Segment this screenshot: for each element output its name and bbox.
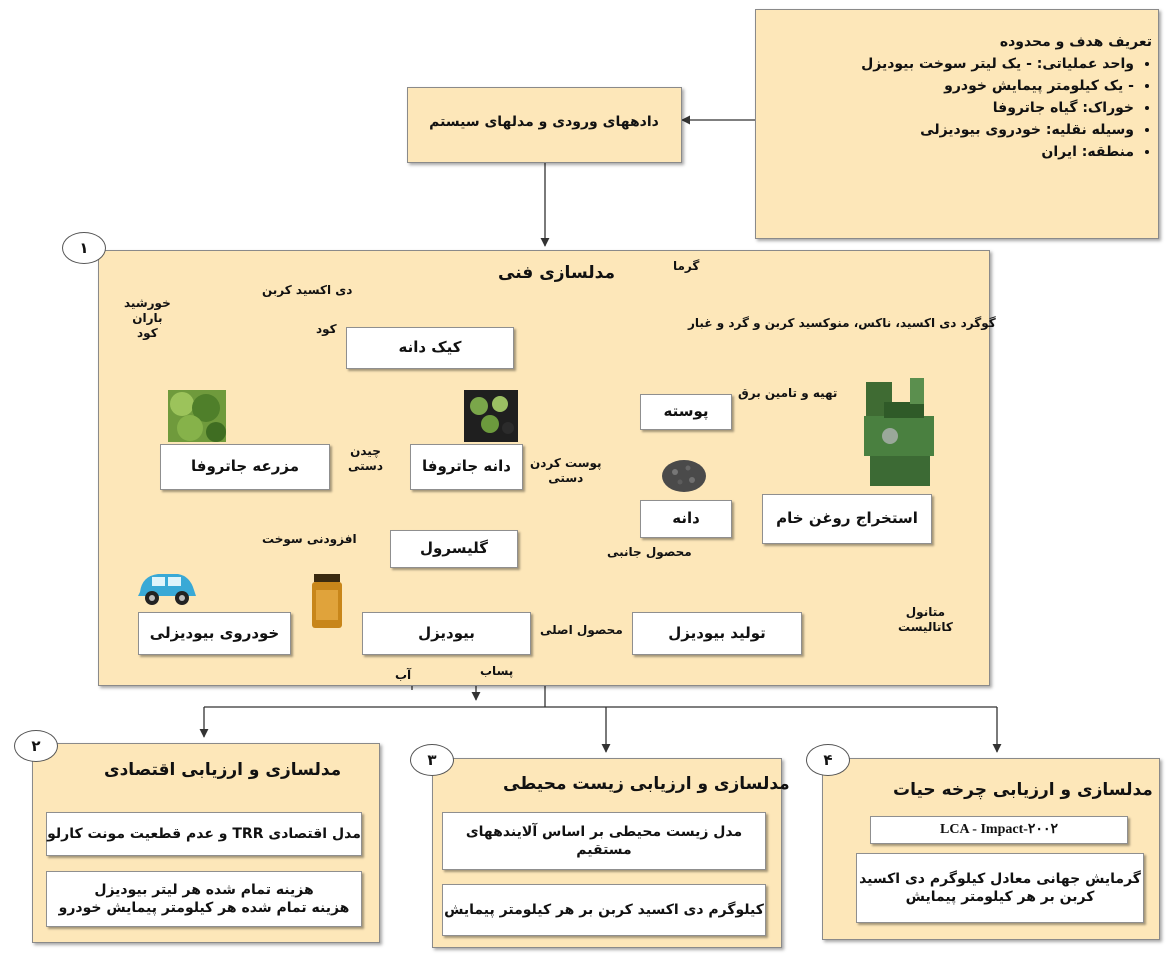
car-icon	[138, 574, 196, 605]
sun-rain-fertilizer-label: خورشید باران کود	[124, 296, 171, 340]
wastewater-label: پساب	[480, 664, 514, 678]
goal-scope-text: تعریف هدف و محدوده واحد عملیاتی: - یک لی…	[772, 34, 1152, 166]
seed-cake-box: کیک دانه	[346, 327, 514, 369]
biodiesel-vehicle-box: خودروی بیودیزلی	[138, 612, 291, 655]
main-product-label: محصول اصلی	[540, 623, 623, 637]
jatropha-seed-box: دانه جاتروفا	[410, 444, 523, 490]
goal-scope-item: واحد عملیاتی: - یک لیتر سوخت بیودیزل	[772, 56, 1134, 72]
crude-oil-extraction-box: استخراج روغن خام	[762, 494, 932, 544]
section-number-2: ۲	[14, 730, 58, 762]
biodiesel-box: بیودیزل	[362, 612, 531, 655]
economic-model-box: مدل اقتصادی TRR و عدم قطعیت مونت کارلو	[46, 812, 362, 856]
goal-scope-item: وسیله نقلیه: خودروی بیودیزلی	[772, 122, 1134, 138]
kernel-box: دانه	[640, 500, 732, 538]
section-number-3: ۳	[410, 744, 454, 776]
methanol-catalyst-label: متانول کاتالیست	[898, 605, 953, 634]
environmental-title: مدلسازی و ارزیابی زیست محیطی	[503, 774, 790, 794]
biodiesel-bottle-image	[312, 574, 342, 628]
manual-harvest-label: چیدن دستی	[348, 444, 383, 473]
fertilizer-label: کود	[316, 322, 337, 336]
goal-scope-item: منطقه: ایران	[772, 144, 1134, 160]
economic-cost-box: هزینه تمام شده هر لیتر بیودیزل هزینه تما…	[46, 871, 362, 927]
goal-scope-item: - یک کیلومتر پیمایش خودرو	[772, 78, 1134, 94]
environmental-model-box: مدل زیست محیطی بر اساس آلایندههای مستقیم	[442, 812, 766, 870]
shell-box: پوسته	[640, 394, 732, 430]
oil-press-machine-image	[864, 378, 934, 486]
environmental-co2-box: کیلوگرم دی اکسید کربن بر هر کیلومتر پیما…	[442, 884, 766, 936]
section-number-4: ۴	[806, 744, 850, 776]
goal-scope-item: خوراک: گیاه جاتروفا	[772, 100, 1134, 116]
co2-label: دی اکسید کربن	[262, 283, 353, 297]
glycerol-box: گلیسرول	[390, 530, 518, 568]
system-inputs-panel	[407, 87, 682, 163]
system-inputs-label: دادههای ورودی و مدلهای سیستم	[429, 114, 659, 130]
lifecycle-title: مدلسازی و ارزیابی چرخه حیات	[893, 780, 1153, 800]
jatropha-seed-image	[464, 390, 518, 442]
jatropha-farm-box: مزرعه جاتروفا	[160, 444, 330, 490]
water-label: آب	[395, 668, 412, 682]
emissions-label: گوگرد دی اکسید، ناکس، منوکسید کربن و گرد…	[688, 316, 996, 330]
jatropha-plant-image	[168, 390, 226, 442]
byproduct-label: محصول جانبی	[607, 545, 692, 559]
technical-modeling-title: مدلسازی فنی	[498, 263, 615, 283]
kernel-image	[662, 460, 706, 492]
goal-scope-panel	[755, 9, 1159, 239]
economic-title: مدلسازی و ارزیابی اقتصادی	[104, 760, 342, 780]
lca-impact-box: LCA - Impact-۲۰۰۲	[870, 816, 1128, 844]
biodiesel-production-box: تولید بیودیزل	[632, 612, 802, 655]
manual-dehulling-label: پوست کردن دستی	[530, 456, 602, 485]
global-warming-box: گرمایش جهانی معادل کیلوگرم دی اکسید کربن…	[856, 853, 1144, 923]
section-number-1: ۱	[62, 232, 106, 264]
fuel-additive-label: افزودنی سوخت	[262, 532, 357, 546]
goal-scope-heading: تعریف هدف و محدوده	[999, 34, 1152, 50]
power-supply-label: تهیه و تامین برق	[738, 386, 838, 400]
heat-label: گرما	[673, 259, 700, 273]
